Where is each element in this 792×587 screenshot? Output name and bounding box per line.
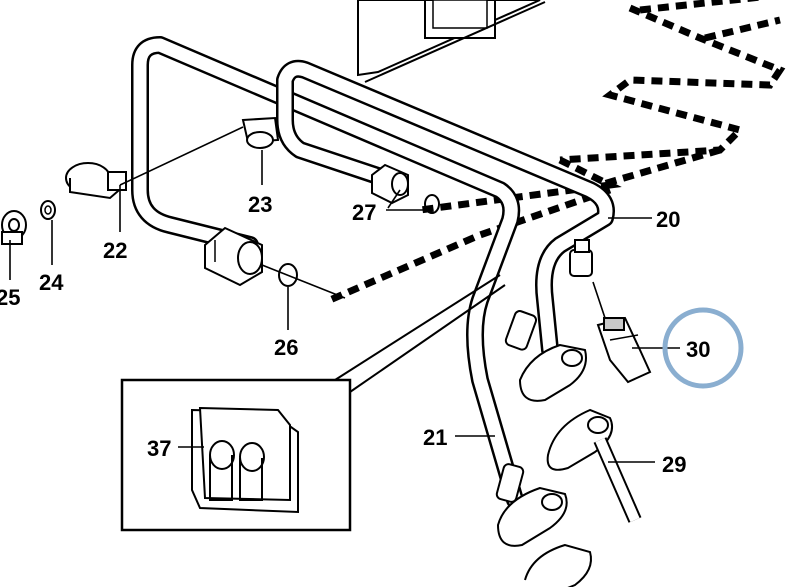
washer-24-hole: [44, 205, 52, 215]
o-ring-26: [278, 263, 298, 287]
detail-inset: [120, 274, 506, 532]
pipe-22: [131, 36, 524, 509]
banjo-fitting-bottom: [524, 543, 592, 587]
callout-22: 22: [103, 238, 127, 263]
nozzle-lower: [495, 463, 525, 503]
leader-lines: [9, 126, 680, 463]
callout-30: 30: [686, 337, 710, 362]
callout-25: 25: [0, 285, 20, 310]
highlight-circle-30: [662, 307, 744, 389]
banjo-fitting-lower: [496, 486, 568, 547]
pipe-20: [276, 59, 615, 359]
dashed-fuel-passages: [328, 0, 786, 304]
callout-26: 26: [274, 335, 298, 360]
bolt-25: [1, 210, 27, 245]
o-ring-27: [424, 194, 440, 214]
banjo-fitting-middle: [546, 408, 614, 471]
banjo-fitting-upper: [518, 343, 587, 402]
callout-29: 29: [662, 452, 686, 477]
pipe-nut-large: [204, 226, 263, 287]
clamp-22: [65, 162, 127, 200]
pump-housing: [357, 0, 546, 83]
callout-21: 21: [423, 425, 447, 450]
pipe-29: [593, 437, 642, 523]
pipe-nut-small: [371, 163, 409, 205]
callout-20: 20: [656, 207, 680, 232]
clip-23: [241, 116, 280, 149]
sensor-30: [596, 316, 652, 384]
callout-37: 37: [147, 436, 171, 461]
callout-23: 23: [248, 192, 272, 217]
nozzle-upper: [504, 310, 538, 351]
callout-24: 24: [39, 270, 64, 295]
fitting-20: [569, 239, 593, 277]
callout-27: 27: [352, 200, 376, 225]
